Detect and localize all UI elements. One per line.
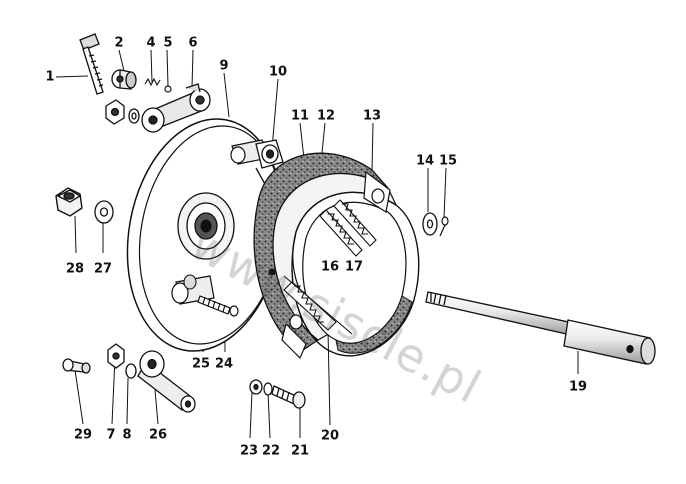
part-1-adjusting-bolt [79, 33, 104, 95]
callout-label: 16 [320, 259, 340, 275]
part-22-washer [263, 382, 273, 396]
part-27-washer [94, 200, 114, 224]
part-7-nut-upper [105, 99, 125, 125]
callout-label: 4 [146, 35, 156, 51]
callout-label: 23 [239, 443, 259, 459]
part-10-brake-cam [255, 139, 284, 187]
callout-label: 24 [214, 356, 234, 372]
part-24-washer [229, 305, 239, 317]
part-29-pin [62, 358, 91, 374]
callout-label: 10 [268, 64, 288, 80]
part-6-brake-lever [141, 83, 211, 133]
callout-label: 11 [290, 108, 310, 124]
callout-label: 17 [344, 259, 364, 275]
callout-label: 7 [106, 427, 116, 443]
callout-label: 14 [415, 153, 435, 169]
callout-label: 25 [191, 356, 211, 372]
part-8-washer-lower [125, 363, 137, 379]
part-4-spring [144, 77, 161, 87]
callout-label: 28 [65, 261, 85, 277]
part-23-nut [249, 379, 263, 395]
part-8-washer-upper [128, 108, 140, 124]
part-16-17-upper-springs [319, 199, 377, 257]
part-2-barrel [111, 69, 137, 90]
callout-label: 19 [568, 379, 588, 395]
part-25-screw [197, 295, 231, 315]
part-15-split-pin [439, 216, 449, 237]
part-20-lower-spring [283, 275, 353, 335]
callout-label: 1 [45, 69, 55, 85]
callout-label: 2 [114, 35, 124, 51]
callout-label: 13 [362, 108, 382, 124]
part-14-washer [422, 212, 438, 236]
callout-label: 5 [163, 35, 173, 51]
callout-label: 26 [148, 427, 168, 443]
callout-label: 15 [438, 153, 458, 169]
part-5-ball [164, 85, 172, 93]
callout-label: 12 [316, 108, 336, 124]
callout-label: 8 [122, 427, 132, 443]
callout-label: 20 [320, 428, 340, 444]
part-11-12-13-brake-shoes [253, 152, 420, 360]
part-19-axle [425, 291, 656, 365]
part-7-nut-lower [107, 343, 125, 369]
part-28-hex-nut [55, 187, 83, 217]
callout-label: 29 [73, 427, 93, 443]
callout-label: 27 [93, 261, 113, 277]
part-21-bolt [271, 385, 306, 409]
callout-label: 9 [219, 58, 229, 74]
callout-label: 22 [261, 443, 281, 459]
callout-label: 21 [290, 443, 310, 459]
part-26-lever [137, 350, 196, 413]
callout-label: 6 [188, 35, 198, 51]
